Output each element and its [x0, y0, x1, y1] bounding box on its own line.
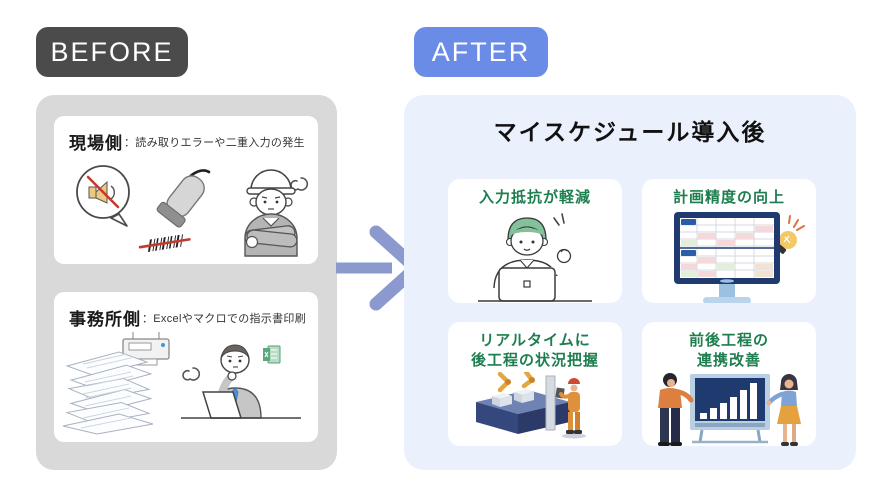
factory-operator-figure [559, 378, 582, 434]
before-badge-label: BEFORE [50, 36, 174, 67]
barcode-icon [138, 234, 191, 252]
barcode-scanner-icon [138, 169, 211, 252]
after-badge-label: AFTER [431, 36, 531, 67]
before-card-jimusho-title: 事務所側 [69, 310, 141, 329]
after-card-planning-accuracy-label: 計画精度の向上 [672, 189, 785, 206]
lightbulb-icon [776, 214, 805, 254]
after-card-realtime-status-label: リアルタイムに 後工程の状況把握 [470, 332, 599, 369]
before-panel: 現場側 ：読み取りエラーや二重入力の発生 [36, 95, 337, 470]
after-panel-title: マイスケジュール導入後 [493, 119, 767, 145]
bar-chart-screen-icon [690, 374, 770, 444]
papers-printer-worker-illustration [62, 332, 301, 435]
before-card-genba-title: 現場側 [69, 134, 123, 153]
before-card-genba: 現場側 ：読み取りエラーや二重入力の発生 [54, 116, 318, 264]
frustrated-worker-figure [244, 169, 309, 257]
before-card-genba-header: 現場側 ：読み取りエラーや二重入力の発生 [54, 116, 318, 154]
two-people-chart-screen-illustration [658, 373, 801, 446]
schedule-monitor-illustration [674, 211, 805, 303]
after-card-input-resistance-label: 入力抵抗が軽減 [478, 189, 591, 206]
factory-machine-illustration [476, 372, 586, 439]
before-card-jimusho-description: ：Excelやマクロでの指示書印刷 [142, 312, 306, 325]
before-card-jimusho-header: 事務所側 ：Excelやマクロでの指示書印刷 [54, 292, 318, 330]
after-card-input-resistance: 入力抵抗が軽減 [448, 179, 622, 303]
after-card-process-coordination-label: 前後工程の 連携改善 [688, 332, 769, 369]
after-card-realtime-status: リアルタイムに 後工程の状況把握 [448, 322, 622, 446]
muted-speaker-icon [76, 165, 130, 227]
after-badge: AFTER [414, 27, 548, 77]
after-card-planning-accuracy: 計画精度の向上 [642, 179, 816, 303]
before-card-jimusho: 事務所側 ：Excelやマクロでの指示書印刷 [54, 292, 318, 442]
woman-figure [766, 374, 801, 446]
paper-stack-icon [62, 351, 154, 435]
before-badge: BEFORE [36, 27, 188, 77]
cheering-man-at-laptop-illustration [478, 212, 592, 302]
excel-file-icon [263, 345, 281, 364]
after-card-process-coordination: 前後工程の 連携改善 [642, 322, 816, 446]
thinking-office-worker-figure [181, 344, 301, 419]
after-panel: マイスケジュール導入後 入力抵抗が軽減 [404, 95, 856, 470]
before-card-genba-description: ：読み取りエラーや二重入力の発生 [124, 136, 305, 149]
man-figure [658, 373, 694, 446]
muted-scanner-worker-illustration [76, 165, 309, 257]
